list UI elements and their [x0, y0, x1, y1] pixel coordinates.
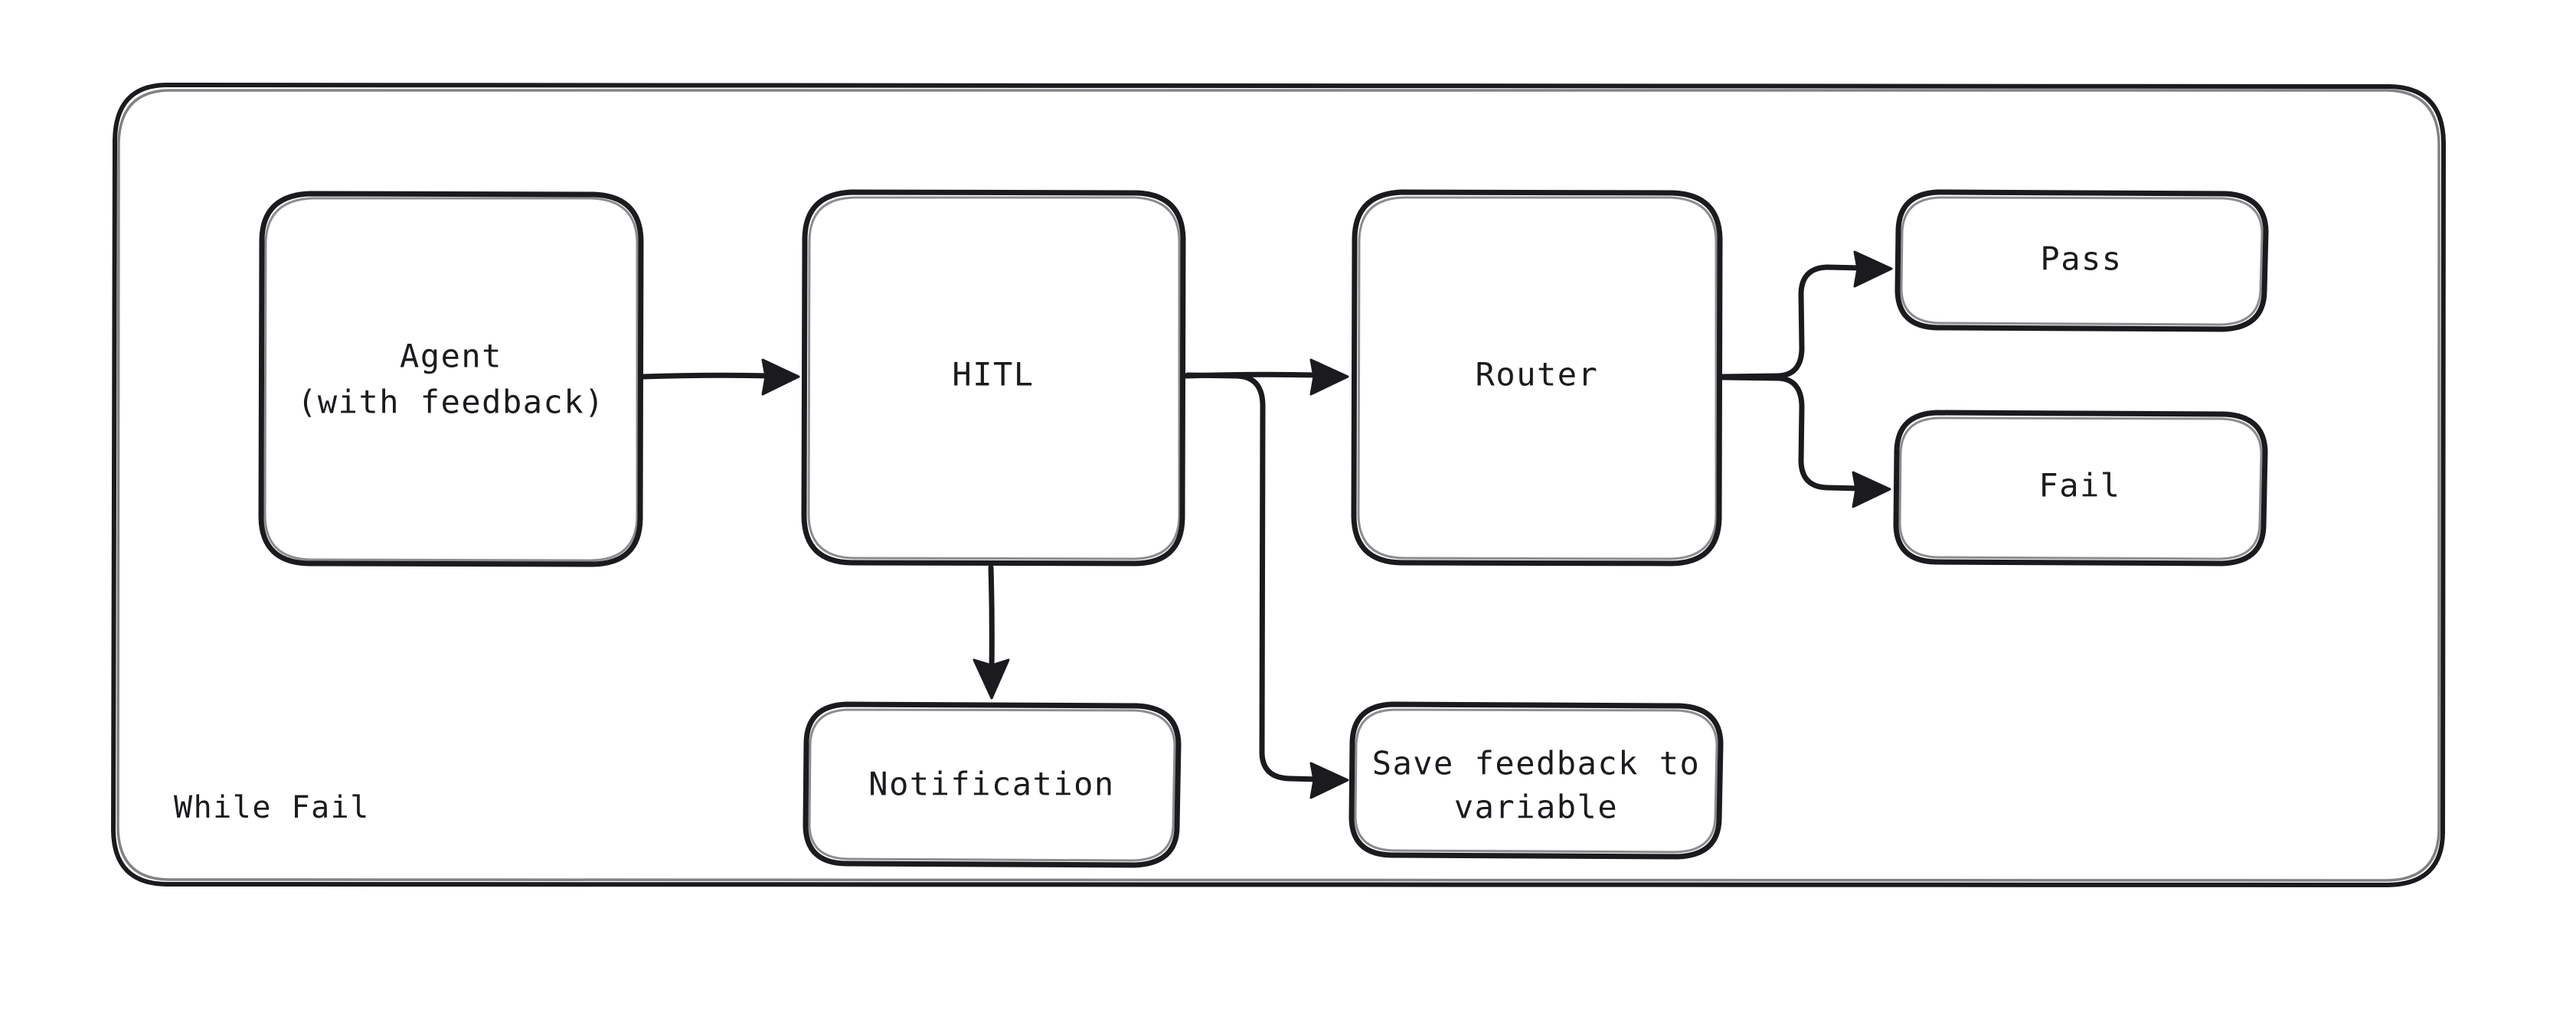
group-container-while-fail[interactable] [111, 83, 2446, 887]
node-router[interactable]: Router [1351, 189, 1723, 567]
node-save-label-line2: variable [1454, 789, 1618, 826]
edge-router-to-fail [1720, 374, 1891, 508]
node-save-label-line1: Save feedback to [1372, 745, 1701, 782]
edge-hitl-to-notification [973, 564, 1010, 700]
node-router-label-line1: Router [1476, 356, 1599, 393]
arrowhead-icon [1852, 471, 1891, 508]
node-notification-label-line1: Notification [868, 766, 1114, 803]
node-agent-label-line2: (with feedback) [297, 384, 605, 421]
arrowhead-icon [1309, 762, 1349, 799]
node-save-feedback-to-variable[interactable]: Save feedback to variable [1348, 701, 1724, 860]
node-hitl[interactable]: HITL [801, 189, 1186, 567]
arrowhead-icon [973, 658, 1010, 700]
node-agent-label-line1: Agent [400, 338, 502, 375]
node-agent[interactable]: Agent (with feedback) [258, 191, 644, 567]
edge-agent-to-hitl [640, 358, 800, 396]
edge-router-to-pass [1720, 250, 1893, 380]
node-hitl-label-line1: HITL [952, 356, 1034, 393]
group-label-while-fail: While Fail [174, 790, 370, 825]
arrowhead-icon [1309, 358, 1349, 396]
arrowhead-icon [761, 358, 800, 396]
node-pass[interactable]: Pass [1894, 189, 2269, 332]
arrowhead-icon [1853, 250, 1893, 288]
node-pass-label-line1: Pass [2040, 240, 2122, 278]
node-fail[interactable]: Fail [1893, 410, 2268, 567]
edge-hitl-to-save-feedback [1185, 372, 1349, 799]
node-fail-label-line1: Fail [2038, 467, 2120, 504]
node-notification[interactable]: Notification [803, 701, 1182, 868]
